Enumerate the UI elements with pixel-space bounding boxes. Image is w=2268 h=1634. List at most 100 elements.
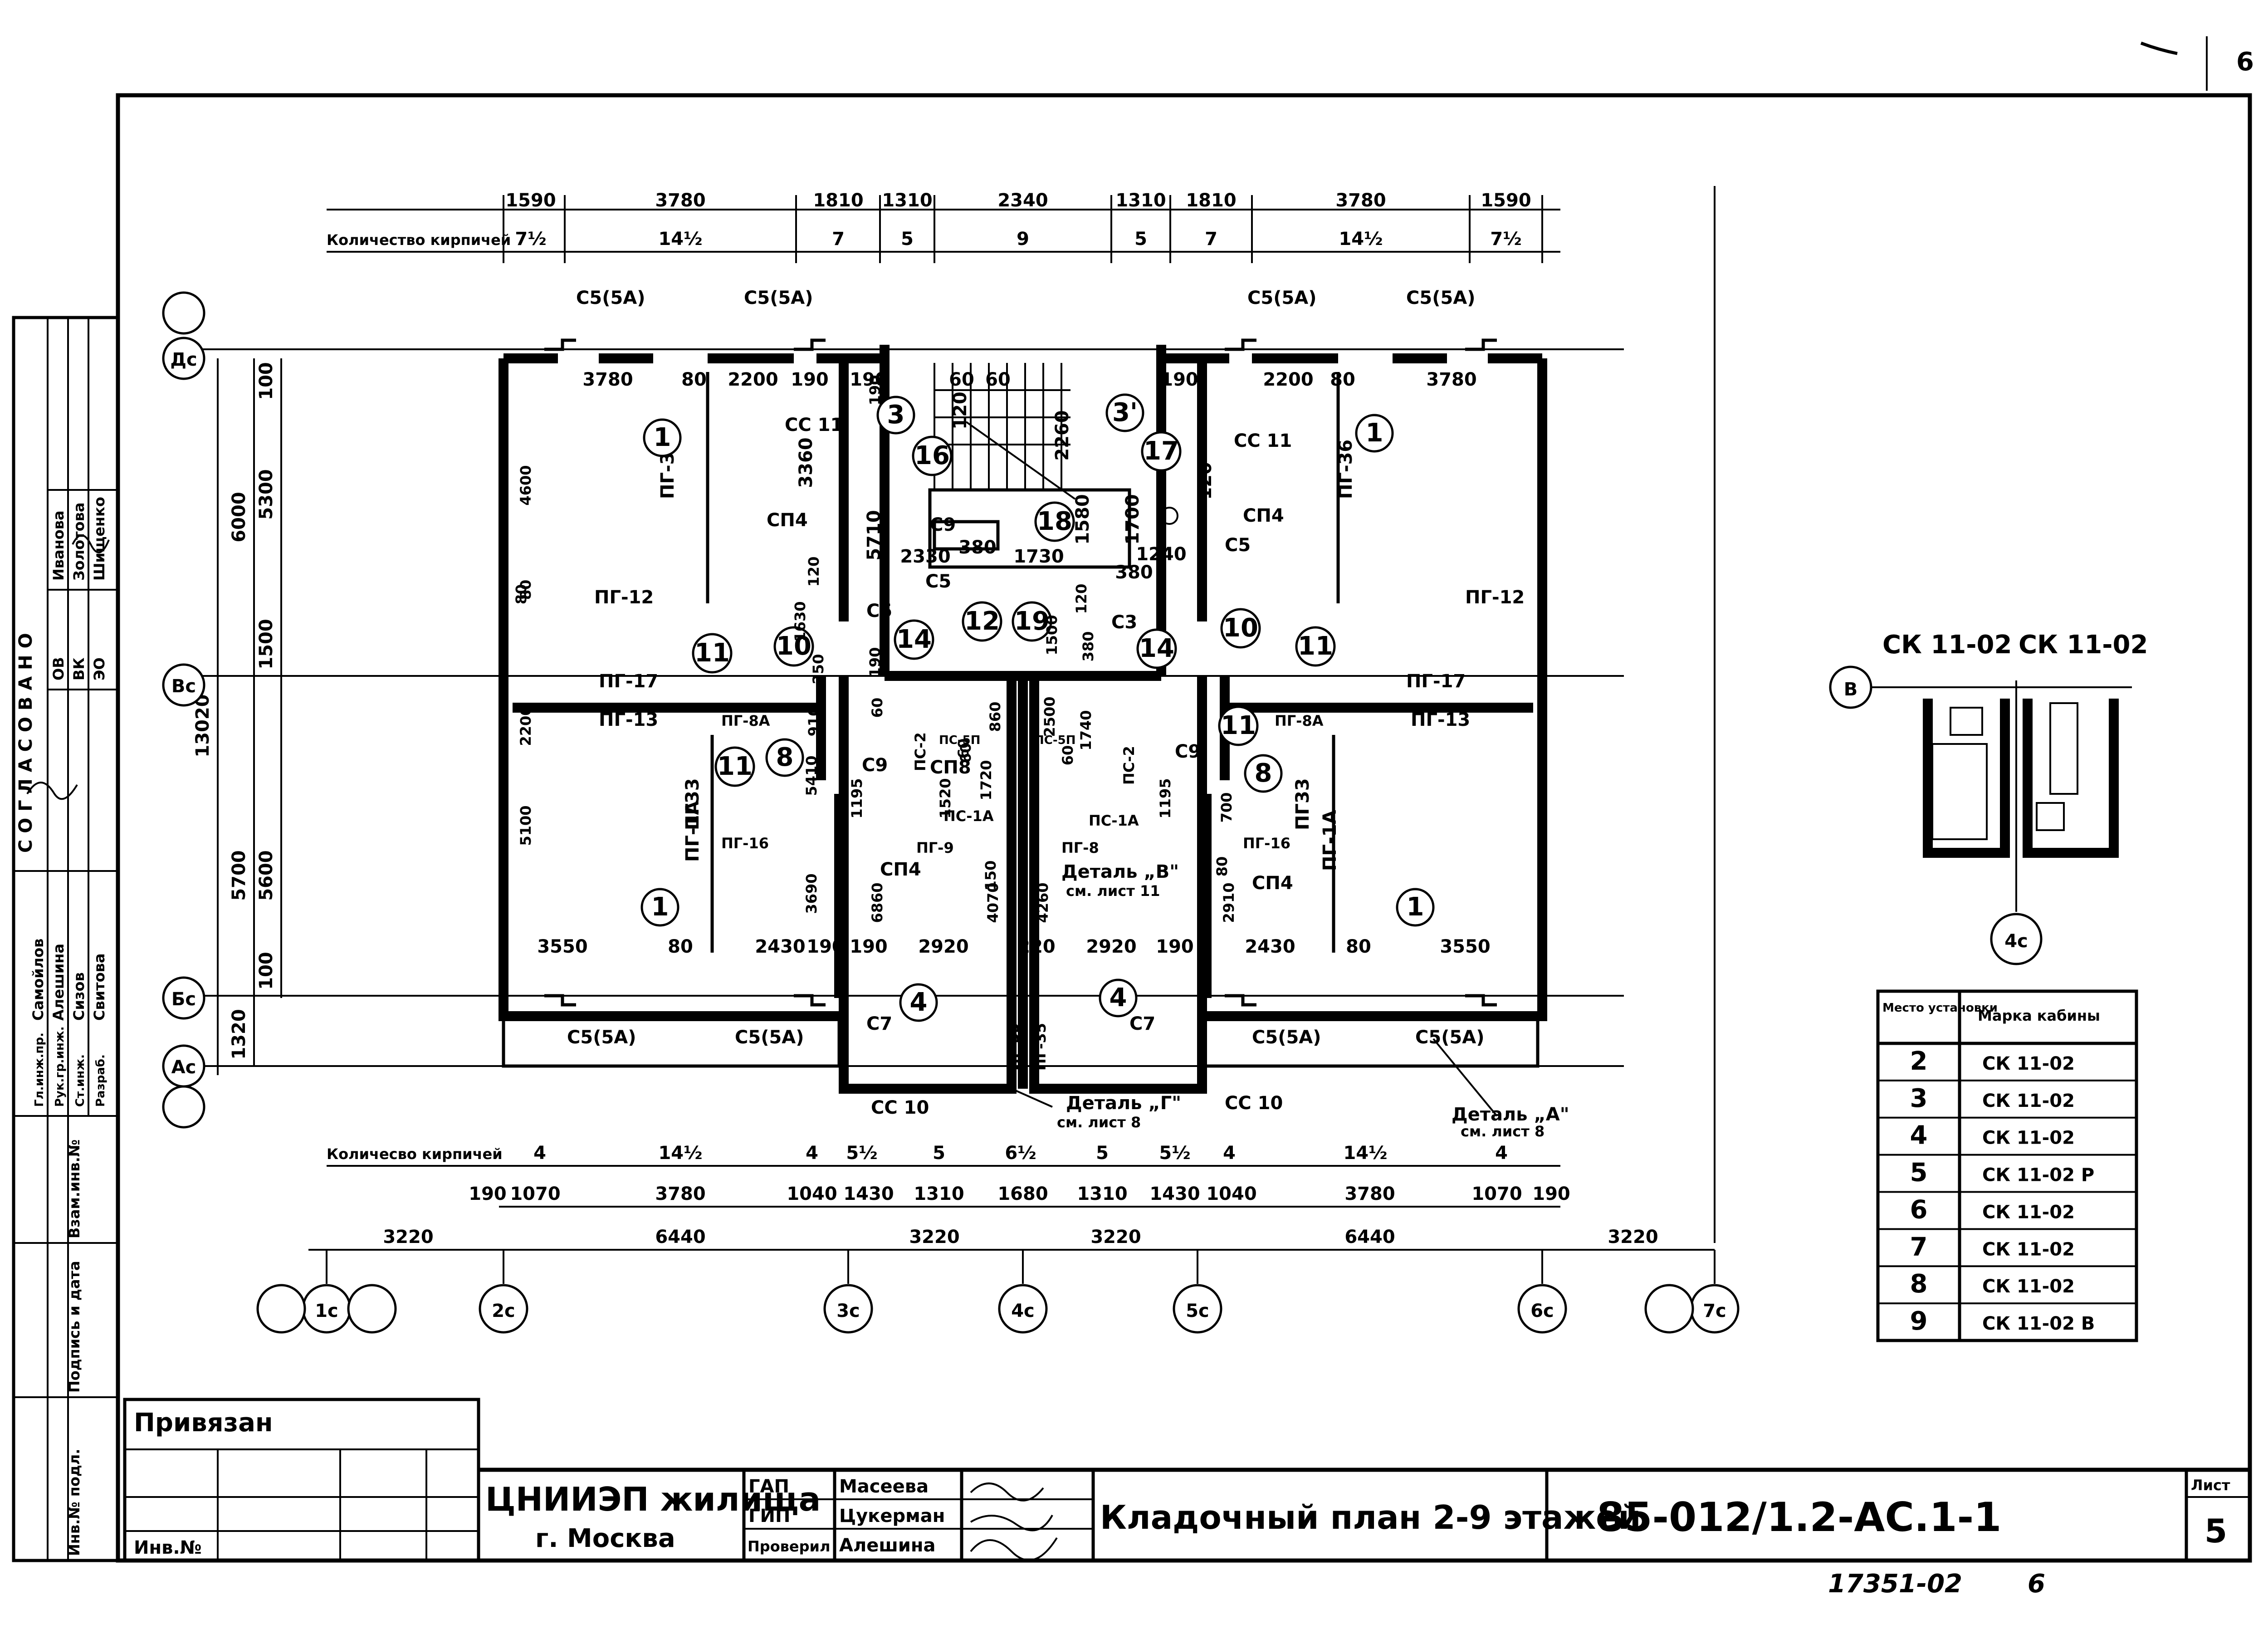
- mark-pg17-right: ПГ-17: [1406, 671, 1466, 692]
- stamp-inv-orig: Инв.№ подл.: [66, 1449, 83, 1556]
- plan-vertical-dim-1: 80: [517, 580, 534, 600]
- plan-bottom-dim-5: 2920: [918, 936, 968, 957]
- room-bubble-1: [643, 418, 682, 457]
- plan-stair-dim-5: 1240: [1136, 544, 1186, 565]
- left-dim-6: 5600: [256, 850, 277, 900]
- top-brick-0: 7½: [515, 229, 546, 250]
- plan-vertical-dim-11: 860: [987, 702, 1004, 732]
- bricks-label-bottom: Количесво кирпичей: [327, 1145, 503, 1163]
- plan-vertical-dim-13: 1630: [792, 601, 809, 641]
- left-dim-0: 6000: [229, 492, 249, 542]
- bottom-brick-6: 5: [1096, 1143, 1109, 1164]
- bottom-dim1-2: 3780: [655, 1184, 705, 1204]
- top-dim-1: 3780: [655, 190, 705, 211]
- axis-label-5с: 5с: [1186, 1301, 1209, 1321]
- mark-pg12-left: ПГ-12: [594, 587, 654, 608]
- bottom-brick-3: 5½: [846, 1143, 877, 1164]
- table-mark-6: СК 11-02: [1982, 1202, 2075, 1223]
- top-dim-0: 1590: [505, 190, 556, 211]
- table-mark-3: СК 11-02: [1982, 1091, 2075, 1111]
- plan-stair-dim-3: 1580: [1072, 494, 1093, 544]
- plan-vertical-dim-12: 1720: [978, 760, 995, 800]
- bottom-dim1-4: 1430: [843, 1184, 894, 1204]
- room-label-12: 12: [964, 607, 1000, 636]
- plan-vertical-dim-3: 5100: [517, 805, 534, 846]
- corner-page-number: 6: [2236, 47, 2254, 77]
- table-col-place: Место установки: [1882, 1001, 1998, 1015]
- axis-label-3с: 3с: [836, 1301, 860, 1321]
- room-label-4: 4: [1110, 983, 1127, 1013]
- role-checked: Проверил: [748, 1538, 830, 1555]
- mark-pg12-right: ПГ-12: [1465, 587, 1525, 608]
- room-bubble-11: [714, 746, 755, 787]
- plan-stair-dim-1: 380: [958, 537, 997, 558]
- room-label-11: 11: [717, 752, 753, 781]
- axis-label-Бс: Бс: [171, 989, 196, 1010]
- mark-pg17-left: ПГ-17: [599, 671, 658, 692]
- bottom-dim2-2: 3220: [909, 1227, 959, 1248]
- plan-top-dim-6: 60: [985, 369, 1011, 390]
- plan-stair-dim-6: 380: [1115, 562, 1153, 583]
- table-place-3: 3: [1910, 1084, 1928, 1113]
- plan-vertical-dim-20: 700: [1218, 793, 1235, 823]
- mark-pg13-left: ПГ-13: [599, 709, 658, 730]
- staff-role-2: Ст.инж.: [73, 1054, 87, 1107]
- room-label-8: 8: [776, 743, 794, 772]
- plan-vertical-dim-29: 1500: [1043, 615, 1061, 655]
- left-approval-strip: С О Г Л А С О В А Н О ОВ Иванова ВК Золо…: [12, 316, 120, 1562]
- plan-bottom-dim-11: 3550: [1440, 936, 1490, 957]
- plan-bottom-dim-2: 2430: [755, 936, 805, 957]
- plan-top-dim-2: 2200: [728, 369, 778, 390]
- title-signatures: [970, 1482, 1058, 1561]
- staff-name-1: Алешина: [50, 944, 67, 1021]
- bricks-label-top: Количество кирпичей: [327, 231, 511, 249]
- mark-cn4-3: СП4: [880, 859, 921, 880]
- staff-name-3: Свитова: [91, 953, 108, 1021]
- bottom-brick-2: 4: [806, 1143, 818, 1164]
- bottom-brick-9: 14½: [1343, 1143, 1387, 1164]
- axis-label-2с: 2с: [492, 1301, 515, 1321]
- room-label-1: 1: [651, 892, 669, 922]
- org-city: г. Москва: [535, 1524, 675, 1553]
- plan-bottom-dim-1: 80: [668, 936, 693, 957]
- window-markers: [544, 338, 1497, 1007]
- axis-bubble-blank: [347, 1284, 397, 1334]
- cabin-axis-4c: 4с: [2004, 931, 2028, 952]
- table-mark-7: СК 11-02: [1982, 1239, 2075, 1260]
- signature-scribble: [72, 534, 110, 553]
- plan-vertical-dim-9: 2500: [1041, 696, 1058, 737]
- left-dim-7: 100: [256, 952, 277, 990]
- staff-role-0: Гл.инж.пр.: [33, 1032, 46, 1107]
- axis-label-Дс: Дс: [170, 349, 197, 370]
- axis-label-6с: 6с: [1530, 1301, 1554, 1321]
- plan-vertical-dim-22: 60: [869, 698, 886, 718]
- room-label-11: 11: [1298, 631, 1333, 661]
- top-dim-4: 2340: [997, 190, 1048, 211]
- axis-bubble-blank: [162, 291, 205, 335]
- detail-a-ref: см. лист 8: [1461, 1123, 1545, 1140]
- table-place-8: 8: [1910, 1269, 1928, 1299]
- table-place-9: 9: [1910, 1306, 1928, 1336]
- bottom-dim1-5: 1310: [914, 1184, 964, 1204]
- strip-dept-ov: ОВ: [50, 657, 67, 680]
- axis-bubble-3с: [823, 1284, 873, 1334]
- table-mark-9: СК 11-02 В: [1982, 1313, 2095, 1334]
- top-brick-8: 7½: [1490, 229, 1521, 250]
- mark-pg8a-right: ПГ-8А: [1275, 712, 1324, 729]
- table-place-2: 2: [1910, 1047, 1928, 1076]
- axis-bubble-6с: [1517, 1284, 1567, 1334]
- room-bubble-1: [1396, 888, 1435, 927]
- room-label-14: 14: [1139, 634, 1174, 663]
- name-tsukerman: Цукерман: [839, 1506, 945, 1526]
- mark-cn4-4: СП4: [1252, 873, 1293, 894]
- top-dim-6: 1810: [1186, 190, 1236, 211]
- plan-vertical-dim-24: 60: [1059, 745, 1076, 766]
- plan-vertical-dim-25: 250: [810, 654, 827, 685]
- axis-bubble-Дс: [162, 337, 205, 380]
- bottom-brick-1: 14½: [658, 1143, 702, 1164]
- plan-vertical-dim-4: 3690: [803, 873, 820, 914]
- table-mark-2: СК 11-02: [1982, 1053, 2075, 1074]
- top-dim-5: 1310: [1115, 190, 1166, 211]
